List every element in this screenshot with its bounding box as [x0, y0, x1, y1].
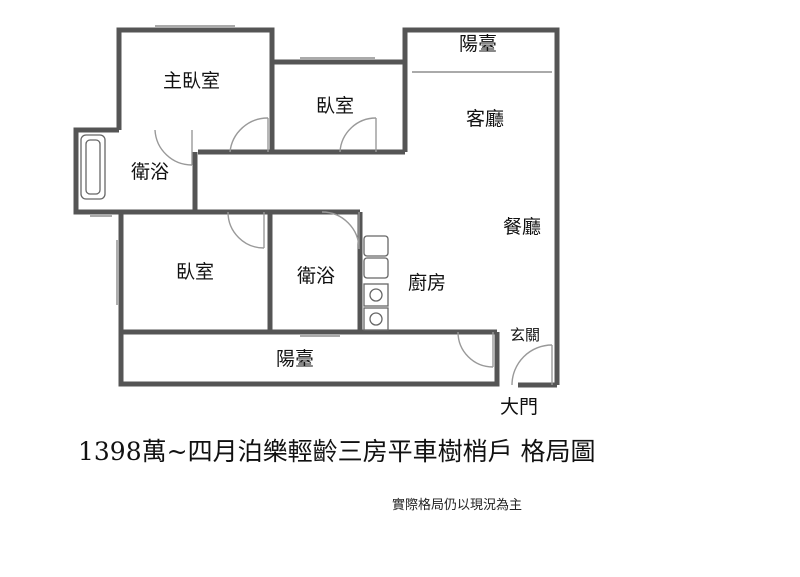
room-bedroom-2: 臥室 — [176, 261, 214, 283]
sink — [363, 235, 389, 257]
door-bedroom1 — [339, 117, 377, 153]
room-bedroom-1: 臥室 — [316, 95, 354, 117]
door-bedroom2 — [227, 211, 265, 249]
stove — [363, 283, 389, 307]
room-balcony-bottom: 陽臺 — [276, 348, 314, 370]
bathtub — [80, 134, 106, 200]
room-bathroom-1: 衛浴 — [131, 161, 169, 183]
room-master-bedroom: 主臥室 — [163, 70, 220, 92]
fixtures — [80, 134, 389, 331]
plan-caption: 1398萬~四月泊樂輕齡三房平車樹梢戶 格局圖 — [78, 437, 596, 466]
door-bath1 — [154, 129, 193, 166]
main-door-label: 大門 — [500, 396, 538, 418]
door-balcony — [457, 331, 494, 368]
room-kitchen: 廚房 — [408, 271, 446, 294]
room-bathroom-2: 衛浴 — [297, 265, 335, 287]
door-master — [229, 117, 269, 153]
disclaimer-note: 實際格局仍以現況為主 — [392, 498, 523, 513]
door-swings — [154, 117, 553, 386]
windows — [90, 25, 552, 337]
walls — [73, 27, 560, 388]
room-entrance: 玄關 — [510, 326, 540, 344]
door-bath2 — [321, 211, 360, 250]
room-balcony-top: 陽臺 — [459, 33, 497, 55]
room-living: 客廳 — [466, 108, 504, 130]
room-dining: 餐廳 — [503, 216, 541, 238]
door-main — [511, 344, 553, 386]
